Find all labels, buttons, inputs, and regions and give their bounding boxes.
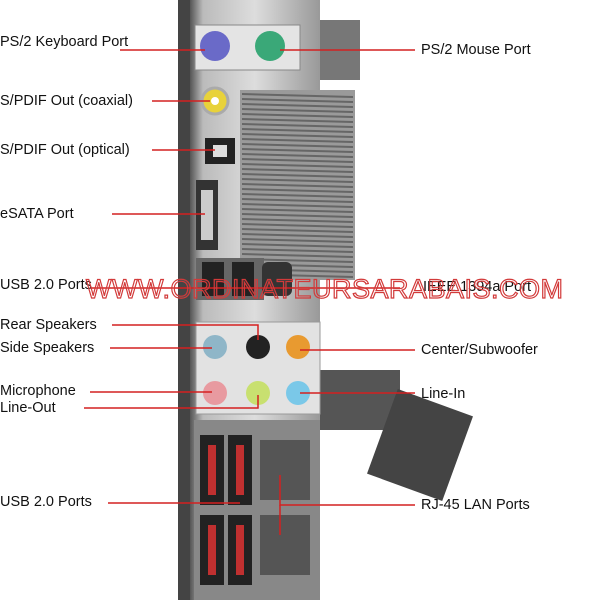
heatsink-fin (241, 93, 354, 98)
watermark: WWW.ORDINATEURSARABAIS.COM (85, 273, 564, 304)
heatsink-fin (241, 208, 354, 213)
label-ieee1394: IEEE 1394a Port (423, 279, 532, 295)
heatsink-fin (241, 153, 354, 158)
heatsink-fin (241, 183, 354, 188)
heatsink-fin (241, 98, 354, 103)
side-speakers-jack (203, 335, 227, 359)
heatsink-fin (241, 178, 354, 183)
heatsink-fin (241, 238, 354, 243)
heatsink-fin (241, 118, 354, 123)
heatsink-fin (241, 148, 354, 153)
heatsink-fin (241, 218, 354, 223)
label-ps2-keyboard: PS/2 Keyboard Port (0, 34, 129, 50)
label-ps2-mouse: PS/2 Mouse Port (421, 42, 531, 58)
heatsink-fin (241, 233, 354, 238)
heatsink-fin (241, 253, 354, 258)
heatsink (240, 90, 355, 280)
line-out-jack (246, 381, 270, 405)
heatsink-fin (241, 223, 354, 228)
heatsink-fin (241, 108, 354, 113)
heatsink-fin (241, 163, 354, 168)
heatsink-fin (241, 168, 354, 173)
cable-end (367, 389, 473, 501)
rj45-port (260, 440, 310, 500)
heatsink-fin (241, 143, 354, 148)
leader-lines (84, 49, 415, 535)
label-usb-top: USB 2.0 Ports (0, 277, 92, 293)
heatsink-fin (241, 248, 354, 253)
rear-speakers-jack (246, 335, 270, 359)
center-subwoofer-jack (286, 335, 310, 359)
heatsink-fin (241, 103, 354, 108)
heatsink-fin (241, 138, 354, 143)
heatsink-fin (241, 113, 354, 118)
rj45-port (260, 515, 310, 575)
ps2-keyboard-port (200, 31, 230, 61)
label-usb-bottom: USB 2.0 Ports (0, 494, 92, 510)
microphone-jack (203, 381, 227, 405)
label-microphone: Microphone (0, 383, 76, 399)
heatsink-fin (241, 128, 354, 133)
heatsink-fin (241, 133, 354, 138)
label-line-out: Line-Out (0, 400, 56, 416)
label-center-subwoofer: Center/Subwoofer (421, 342, 538, 358)
heatsink-fin (241, 243, 354, 248)
heatsink-fin (241, 188, 354, 193)
label-esata: eSATA Port (0, 206, 74, 222)
line-in-jack (286, 381, 310, 405)
label-line-in: Line-In (421, 386, 466, 402)
heatsink-fin (241, 158, 354, 163)
label-rj45: RJ-45 LAN Ports (421, 497, 530, 513)
label-spdif-coaxial: S/PDIF Out (coaxial) (0, 93, 133, 109)
label-rear-speakers: Rear Speakers (0, 317, 97, 333)
heatsink-fin (241, 193, 354, 198)
heatsink-fin (241, 203, 354, 208)
heatsink-fin (241, 173, 354, 178)
label-side-speakers: Side Speakers (0, 340, 95, 356)
heatsink-fin (241, 228, 354, 233)
heatsink-fin (241, 123, 354, 128)
ps2-mouse-port (255, 31, 285, 61)
label-spdif-optical: S/PDIF Out (optical) (0, 142, 130, 158)
heatsink-fin (241, 213, 354, 218)
heatsink-fin (241, 198, 354, 203)
